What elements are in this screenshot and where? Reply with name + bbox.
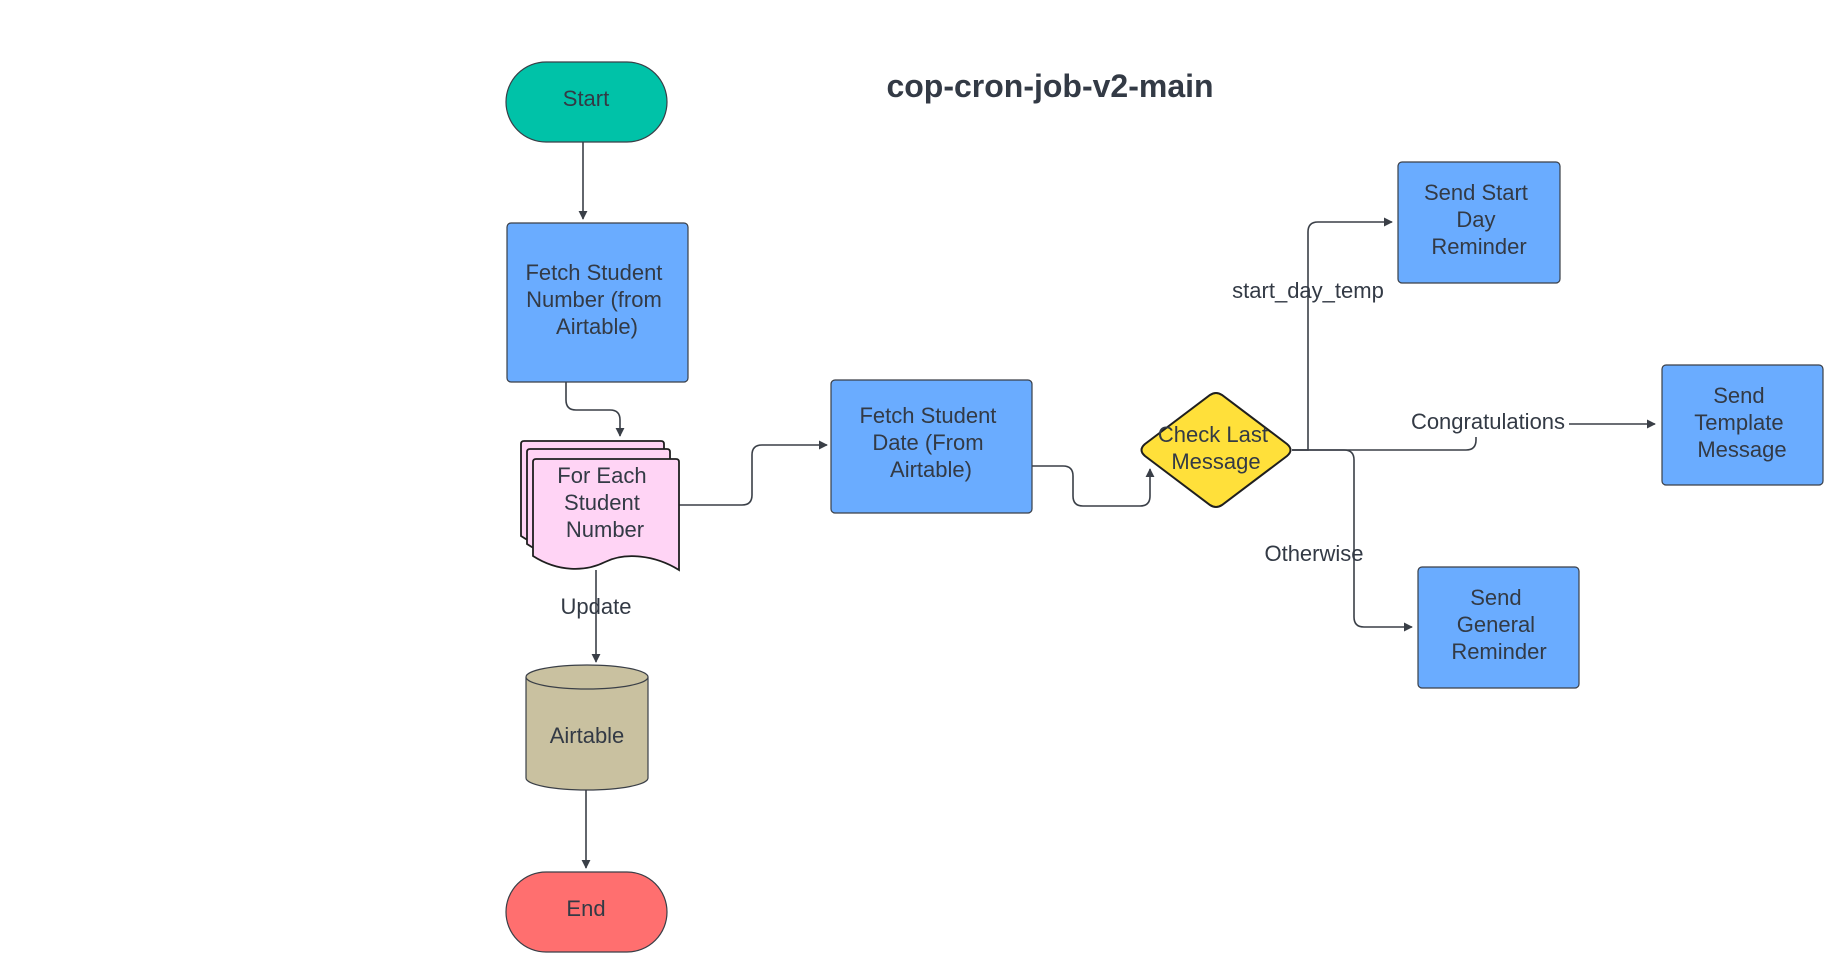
fetch-student-number-line-3: Airtable) <box>556 314 638 339</box>
start-terminal-shape <box>505 61 668 143</box>
fetch-student-date-node[interactable]: Fetch Student Date (From Airtable) <box>830 379 1033 514</box>
send-start-day-reminder-box <box>1397 161 1561 284</box>
fetch-student-date-line-2: Date (From <box>872 430 983 455</box>
send-general-reminder-box <box>1417 566 1580 689</box>
check-last-message-line-2: Message <box>1171 449 1260 474</box>
end-node-label: End <box>566 896 605 921</box>
send-start-day-reminder-line-2: Day <box>1456 207 1495 232</box>
edge-label-update: Update <box>561 594 632 619</box>
edge-fetch-date-to-check[interactable] <box>1032 465 1155 507</box>
send-start-day-reminder-line-1: Send Start <box>1424 180 1528 205</box>
airtable-database-node[interactable]: Airtable <box>525 664 649 791</box>
fetch-student-number-label: Fetch Student Number (from Airtable) <box>525 260 668 339</box>
send-general-reminder-node[interactable]: Send General Reminder <box>1417 566 1580 689</box>
fetch-student-number-line-2: Number (from <box>526 287 662 312</box>
send-template-message-label: Send Template Message <box>1694 383 1789 462</box>
edge-label-otherwise: Otherwise <box>1264 541 1363 566</box>
send-general-reminder-label: Send General Reminder <box>1451 585 1546 664</box>
edge-check-to-send-start[interactable] <box>1292 217 1393 451</box>
send-general-reminder-line-3: Reminder <box>1451 639 1546 664</box>
airtable-cylinder-body <box>525 677 649 791</box>
edge-check-to-send-general[interactable] <box>1292 449 1413 632</box>
start-node-label: Start <box>563 86 609 111</box>
for-each-doc-front <box>532 458 680 572</box>
end-node[interactable]: End <box>505 871 668 953</box>
send-start-day-reminder-label: Send Start Day Reminder <box>1424 180 1534 259</box>
send-template-message-box <box>1661 364 1824 486</box>
edge-check-to-send-template[interactable] <box>1292 437 1477 451</box>
for-each-line-3: Number <box>566 517 644 542</box>
send-template-message-line-1: Send <box>1713 383 1764 408</box>
send-template-message-line-3: Message <box>1697 437 1786 462</box>
edge-label-congratulations: Congratulations <box>1411 409 1565 434</box>
fetch-student-date-line-1: Fetch Student <box>859 403 996 428</box>
edge-for-each-to-fetch-date[interactable] <box>678 440 828 506</box>
edge-label-start-day-temp: start_day_temp <box>1232 278 1384 303</box>
for-each-line-1: For Each <box>557 463 646 488</box>
fetch-student-date-line-3: Airtable) <box>890 457 972 482</box>
start-node[interactable]: Start <box>505 61 668 143</box>
send-template-message-line-2: Template <box>1694 410 1783 435</box>
for-each-student-number-node[interactable]: For Each Student Number <box>520 440 680 572</box>
fetch-student-date-label: Fetch Student Date (From Airtable) <box>859 403 1002 482</box>
check-last-message-label: Check Last Message <box>1158 422 1274 474</box>
fetch-student-number-node[interactable]: Fetch Student Number (from Airtable) <box>506 222 689 383</box>
fetch-student-number-box <box>506 222 689 383</box>
fetch-student-number-line-1: Fetch Student <box>525 260 662 285</box>
send-start-day-reminder-line-3: Reminder <box>1431 234 1526 259</box>
for-each-label: For Each Student Number <box>557 463 652 542</box>
send-template-message-node[interactable]: Send Template Message <box>1661 364 1824 486</box>
check-last-message-diamond <box>1140 392 1292 508</box>
send-general-reminder-line-2: General <box>1457 612 1535 637</box>
for-each-line-2: Student <box>564 490 640 515</box>
check-last-message-line-1: Check Last <box>1158 422 1268 447</box>
airtable-cylinder-top <box>525 664 649 690</box>
airtable-label: Airtable <box>550 723 625 748</box>
end-terminal-shape <box>505 871 668 953</box>
diagram-title: cop-cron-job-v2-main <box>886 68 1213 104</box>
edges <box>565 142 1656 869</box>
send-start-day-reminder-node[interactable]: Send Start Day Reminder <box>1397 161 1561 284</box>
edge-fetch-number-to-for-each[interactable] <box>565 382 625 437</box>
check-last-message-node[interactable]: Check Last Message <box>1140 392 1292 508</box>
fetch-student-date-box <box>830 379 1033 514</box>
send-general-reminder-line-1: Send <box>1470 585 1521 610</box>
